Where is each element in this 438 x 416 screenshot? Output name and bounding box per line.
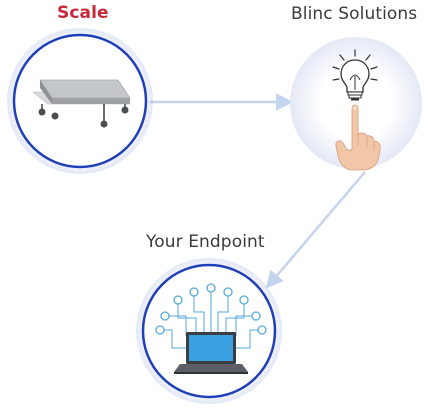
arrow-blinc-to-endpoint (265, 171, 366, 289)
laptop-network-icon (155, 283, 267, 374)
scale-icon (32, 79, 131, 128)
endpoint-label: Your Endpoint (146, 232, 265, 252)
scale-node (7, 28, 153, 174)
blinc-solutions-label: Blinc Solutions (291, 4, 418, 24)
scale-label: Scale (57, 3, 109, 23)
blinc-node (290, 37, 422, 171)
lightbulb-hand-icon (332, 49, 381, 171)
endpoint-node (136, 258, 282, 404)
